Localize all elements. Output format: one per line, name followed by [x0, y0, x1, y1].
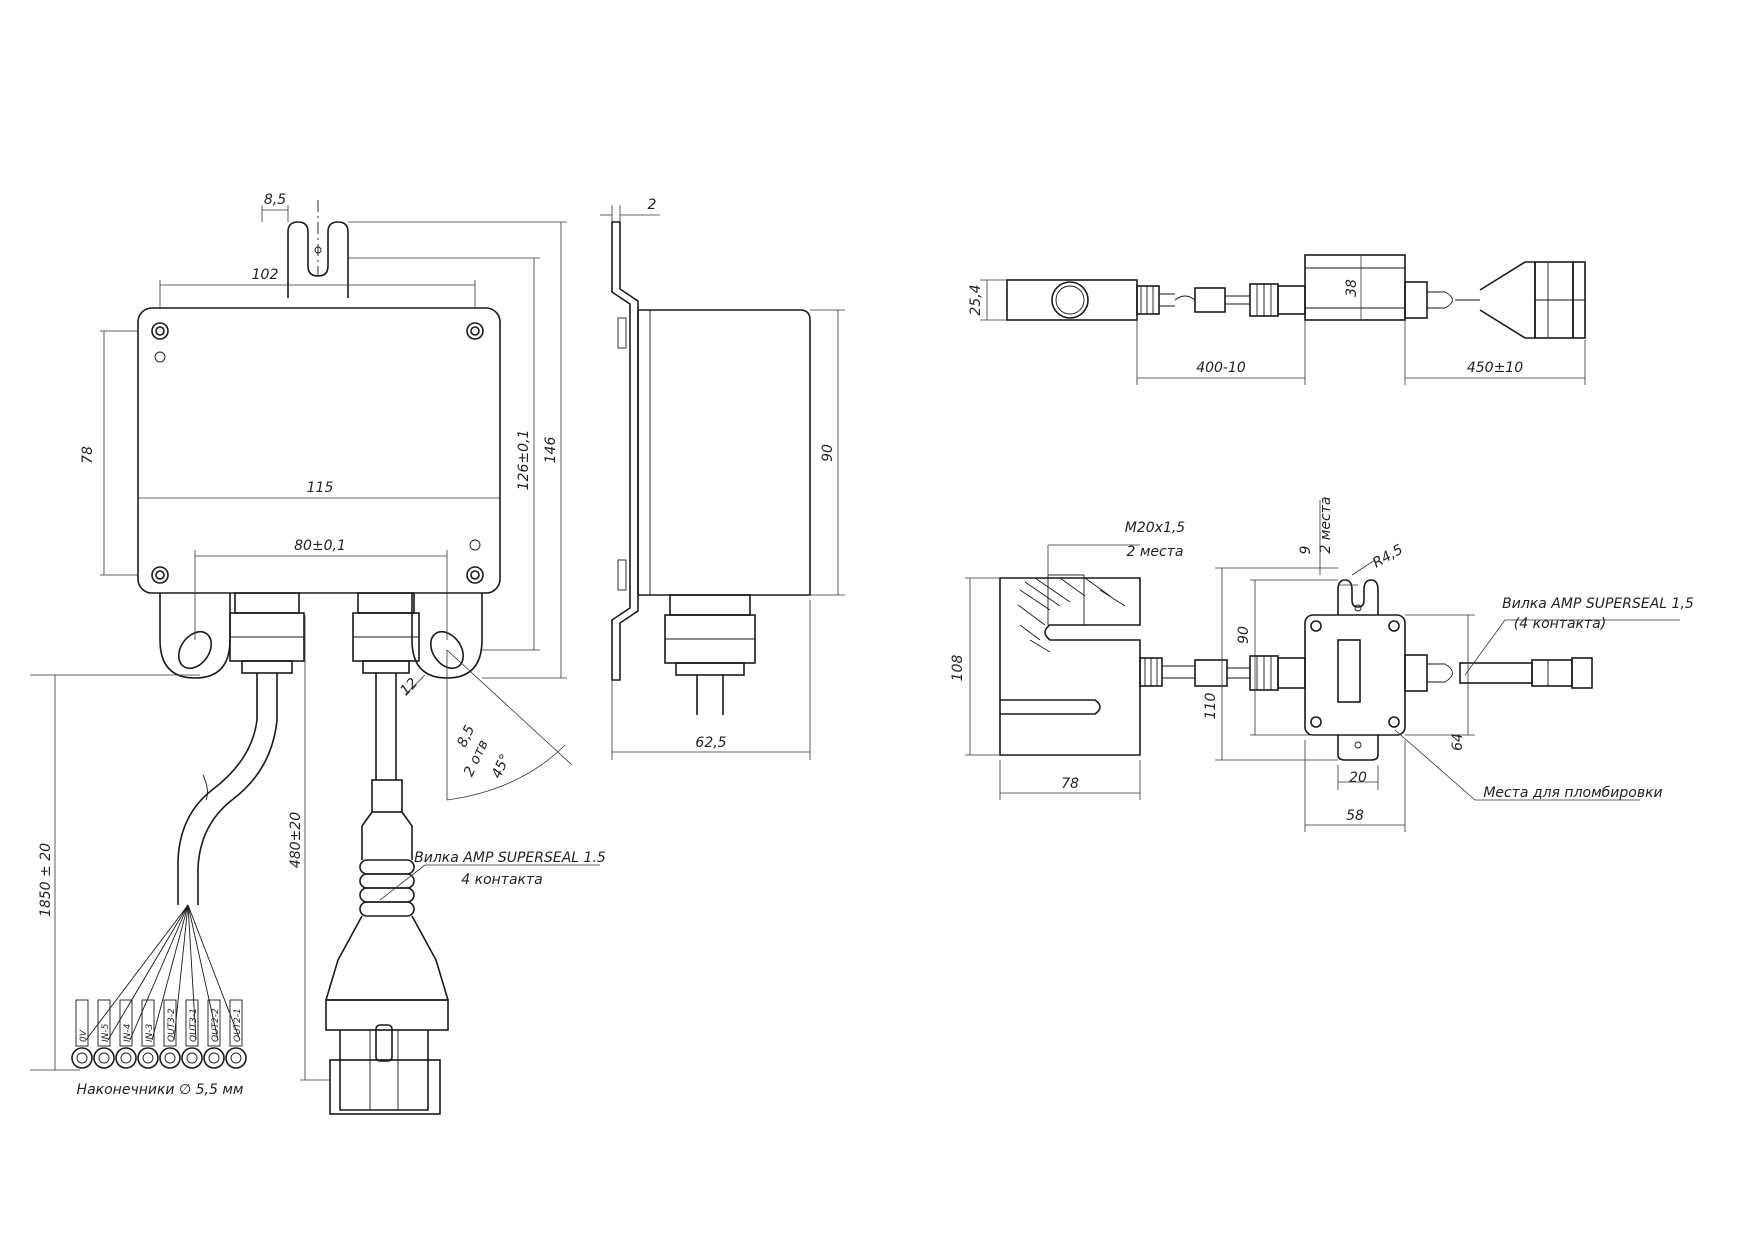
plug-contacts: 4 контакта [461, 872, 542, 888]
ring-terminal: IN-5 [93, 999, 115, 1069]
dim-angle: 45° [489, 752, 514, 781]
thread-hatch [1017, 577, 1126, 653]
dim-radius: R4,5 [1370, 542, 1406, 572]
ring-terminal: OUT2-2 [203, 999, 225, 1069]
bottom-right-assembly [965, 500, 1680, 832]
dim-total-height: 146 [543, 437, 559, 464]
top-right-dim-lines [980, 255, 1586, 385]
dim-90: 90 [1236, 626, 1252, 644]
dim-box-height: 38 [1344, 279, 1360, 297]
front-dim-lines [30, 205, 600, 1081]
dim-body-height: 78 [80, 446, 96, 464]
dim-mount-height: 126±0,1 [516, 430, 532, 491]
plug-cone-right [1479, 261, 1536, 339]
terminals-label: Наконечники ∅ 5,5 мм [77, 1082, 244, 1098]
dim-cable-length-2: 480±20 [288, 812, 304, 868]
dim-side-height: 90 [820, 444, 836, 462]
dim-cable-length-1: 1850 ± 20 [38, 843, 54, 917]
ring-terminal: OUT3-1 [181, 999, 203, 1069]
dim-20: 20 [1349, 770, 1367, 786]
dim-body-width: 115 [307, 480, 334, 496]
dim-slot-places: 2 места [1318, 497, 1334, 554]
plug-contacts-right: (4 контакта) [1514, 616, 1606, 632]
dim-slot-width: 8,5 [264, 192, 286, 208]
front-view: 0V IN-5 IN-4 IN-3 OUT3-2 OUT3-1 OUT2-2 OUT2-1 [30, 200, 600, 1115]
ring-terminal: IN-3 [137, 999, 159, 1069]
junction-box [1304, 614, 1406, 736]
enclosure-body [137, 307, 501, 594]
plug-strain-relief [359, 859, 415, 917]
side-body [637, 309, 811, 596]
seal-label: Места для пломбировки [1483, 785, 1662, 801]
dim-thread-places: 2 места [1127, 544, 1184, 560]
terminal-tag: 0V [79, 1029, 89, 1042]
right-cable [375, 673, 397, 780]
plug-label-right: Вилка AMP SUPERSEAL 1,5 [1502, 596, 1694, 612]
s-type-sensor [999, 577, 1141, 756]
bottom-right-dim-lines [965, 500, 1680, 832]
terminal-tag: IN-5 [101, 1023, 111, 1042]
bracket [611, 221, 639, 681]
plug-label: Вилка AMP SUPERSEAL 1.5 [414, 850, 606, 866]
dim-hole-spacing: 80±0,1 [294, 538, 346, 554]
plug-cone [324, 915, 450, 1001]
terminal-tag: IN-4 [123, 1023, 133, 1042]
left-cable-gland [229, 592, 305, 674]
dim-58: 58 [1346, 808, 1364, 824]
plug-body [339, 1030, 429, 1111]
dim-top-width: 102 [252, 267, 279, 283]
dim-sensor-width: 78 [1061, 776, 1079, 792]
ring-terminal: IN-4 [115, 999, 137, 1069]
ring-terminals: 0V IN-5 IN-4 IN-3 OUT3-2 OUT3-1 OUT2-2 OUT2-1 [71, 999, 247, 1069]
dim-64: 64 [1450, 733, 1466, 751]
terminal-tag: OUT3-2 [167, 1008, 177, 1042]
terminal-tag: OUT2-1 [233, 1008, 243, 1042]
terminal-tag: IN-3 [145, 1023, 155, 1042]
dim-thickness: 2 [648, 197, 657, 213]
left-mount-ear [159, 593, 231, 679]
dim-thread: M20x1,5 [1125, 520, 1186, 536]
dim-sensor-height: 108 [950, 655, 966, 682]
side-dim-lines [600, 205, 845, 760]
ring-terminal: 0V [71, 999, 93, 1069]
corner-screws [151, 322, 484, 584]
terminal-tag: OUT3-1 [189, 1008, 199, 1042]
terminal-tag: OUT2-2 [211, 1008, 221, 1042]
dim-hole-radius: 12 [397, 675, 421, 699]
ring-terminal: OUT2-1 [225, 999, 247, 1069]
dim-slot: 9 [1298, 545, 1314, 554]
dim-cable-2: 450±10 [1467, 360, 1523, 376]
dim-beam-height: 25,4 [968, 284, 984, 315]
side-view [600, 205, 845, 760]
dim-side-depth: 62,5 [695, 735, 726, 751]
right-cable-gland [352, 592, 420, 674]
ring-terminal: OUT3-2 [159, 999, 181, 1069]
dim-110: 110 [1203, 693, 1219, 720]
left-cable [177, 673, 258, 905]
dim-cable-1: 400-10 [1196, 360, 1246, 376]
top-right-assembly [980, 254, 1586, 385]
